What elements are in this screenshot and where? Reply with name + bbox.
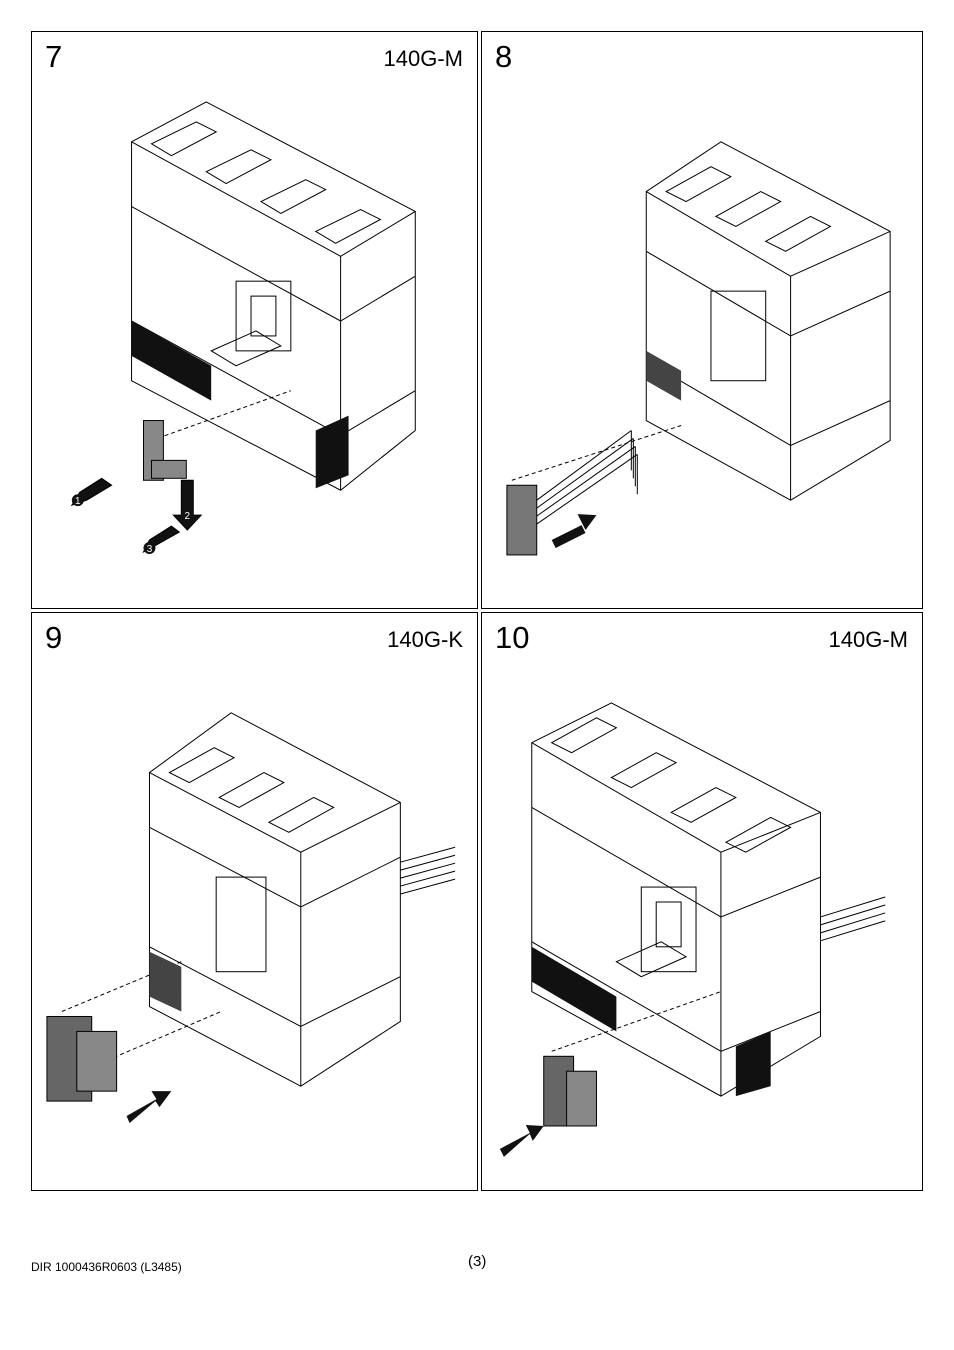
callout-3: 3 bbox=[147, 544, 153, 555]
callout-1: 1 bbox=[75, 496, 81, 507]
callout-2: 2 bbox=[185, 511, 191, 522]
breaker-illustration: 1 2 3 bbox=[70, 101, 416, 555]
step-number: 8 bbox=[495, 39, 513, 74]
instruction-panel-9: 9 140G-K bbox=[31, 612, 478, 1191]
breaker-illustration bbox=[506, 141, 891, 556]
model-label: 140G-M bbox=[383, 46, 463, 71]
breaker-illustration bbox=[499, 702, 886, 1157]
model-label: 140G-K bbox=[387, 627, 463, 652]
instruction-panel-8: 8 bbox=[481, 31, 923, 609]
step-number: 10 bbox=[495, 620, 530, 655]
step-number: 7 bbox=[45, 39, 63, 74]
instruction-panel-10: 10 140G-M bbox=[481, 612, 923, 1191]
breaker-illustration bbox=[46, 712, 456, 1124]
instruction-panel-7: 7 140G-M bbox=[31, 31, 478, 609]
step-number: 9 bbox=[45, 620, 63, 655]
page-number: (3) bbox=[468, 1253, 487, 1270]
model-label: 140G-M bbox=[828, 627, 908, 652]
document-reference: DIR 1000436R0603 (L3485) bbox=[31, 1260, 182, 1274]
